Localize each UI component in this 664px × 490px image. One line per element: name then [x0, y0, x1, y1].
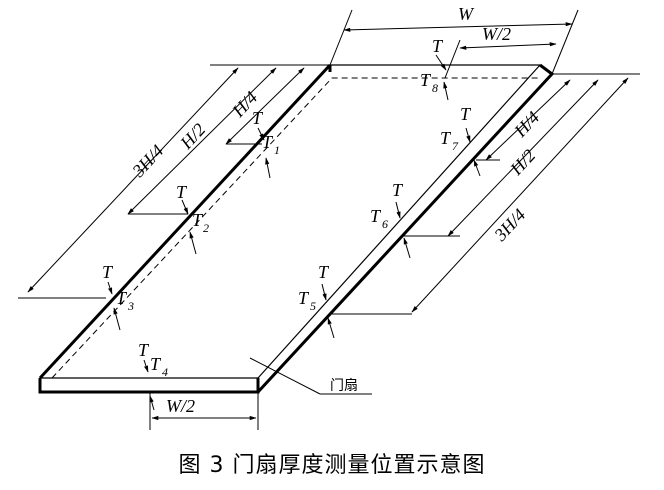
svg-text:T: T — [150, 354, 162, 374]
door-leaf-callout: 门扇 — [249, 357, 372, 395]
door-front-thickness — [38, 378, 260, 394]
label-t-3: T — [102, 262, 114, 282]
label-t7: T — [440, 128, 452, 148]
dimension-w: W — [329, 4, 579, 75]
label-3h4-left: 3H/4 — [128, 141, 168, 182]
label-h2-right: H/2 — [506, 145, 540, 179]
right-dimensions: 3H/4 H/2 H/4 T 7 T T 6 T T 5 T — [298, 73, 640, 339]
label-t-top: T — [432, 36, 444, 56]
door-hidden-edges — [51, 77, 540, 379]
left-dimensions: 3H/4 H/2 H/4 T T 1 T T 2 T T 3 — [18, 64, 330, 331]
door-top-face-left-edge — [38, 63, 332, 380]
svg-text:T: T — [116, 288, 128, 308]
svg-text:T: T — [392, 180, 404, 200]
label-h2-left: H/2 — [176, 119, 210, 153]
door-corner-edge — [539, 64, 553, 75]
door-leaf — [38, 63, 555, 394]
label-t-1: T — [252, 108, 264, 128]
svg-text:T: T — [460, 104, 472, 124]
label-w-half-bottom: W/2 — [166, 396, 195, 416]
label-t8: T — [420, 70, 432, 90]
svg-text:4: 4 — [162, 365, 168, 379]
svg-text:8: 8 — [432, 81, 438, 95]
bottom-dimensions: W/2 T T 4 — [138, 340, 259, 430]
label-t5: T — [298, 288, 310, 308]
svg-text:2: 2 — [203, 221, 209, 235]
label-w: W — [458, 4, 475, 24]
svg-text:T: T — [262, 132, 274, 152]
svg-text:1: 1 — [274, 143, 280, 157]
label-w-half-top: W/2 — [482, 24, 511, 44]
label-door-leaf: 门扇 — [330, 378, 358, 394]
svg-text:6: 6 — [382, 217, 388, 231]
dimension-w-half-top: W/2 T T 8 — [420, 24, 557, 101]
svg-text:T: T — [318, 262, 330, 282]
label-3h4-right: 3H/4 — [490, 205, 530, 246]
svg-text:3: 3 — [127, 299, 134, 313]
figure-caption: 图 3 门扇厚度测量位置示意图 — [179, 453, 486, 478]
svg-text:T: T — [192, 210, 204, 230]
label-t-4: T — [138, 340, 150, 360]
svg-text:5: 5 — [310, 299, 316, 313]
svg-text:7: 7 — [452, 139, 459, 153]
label-t6: T — [370, 206, 382, 226]
label-t-2: T — [176, 182, 188, 202]
